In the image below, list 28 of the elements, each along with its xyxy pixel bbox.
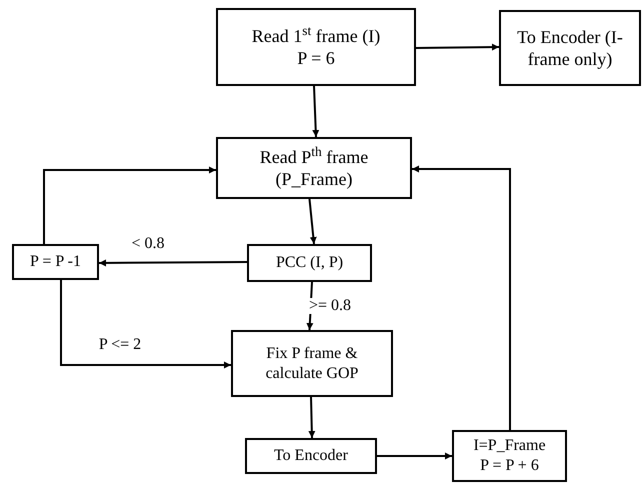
box-text: I=P_Frame bbox=[473, 436, 546, 456]
box-text: Fix P frame & calculate GOP bbox=[264, 344, 360, 384]
process-box bbox=[452, 430, 567, 482]
arrow bbox=[99, 259, 247, 266]
arrow bbox=[312, 86, 320, 138]
arrow bbox=[412, 166, 511, 430]
arrow bbox=[377, 452, 452, 460]
box-text: Read P$^{th}$ frame (P_Frame) bbox=[258, 146, 370, 190]
process-box bbox=[247, 244, 372, 282]
box-text: P = P + 6 bbox=[480, 456, 539, 476]
process-box bbox=[216, 137, 412, 199]
arrow bbox=[43, 166, 216, 244]
box-text: PCC (I, P) bbox=[276, 253, 344, 273]
arrow bbox=[308, 396, 316, 438]
process-box bbox=[12, 244, 99, 280]
arrow bbox=[308, 198, 317, 244]
process-box bbox=[245, 438, 377, 474]
box-text: P = P -1 bbox=[30, 252, 81, 272]
process-box bbox=[216, 8, 416, 86]
box-text: Read 1$^{st}$ frame (I) bbox=[252, 24, 380, 47]
process-box bbox=[231, 330, 393, 397]
edge-label: >= 0.8 bbox=[308, 298, 352, 314]
arrow bbox=[60, 280, 231, 368]
arrow bbox=[416, 44, 500, 51]
box-text: To Encoder bbox=[274, 446, 348, 466]
process-box bbox=[499, 10, 641, 86]
box-text: P = 6 bbox=[297, 47, 335, 70]
box-text: To Encoder (I- frame only) bbox=[516, 26, 624, 70]
